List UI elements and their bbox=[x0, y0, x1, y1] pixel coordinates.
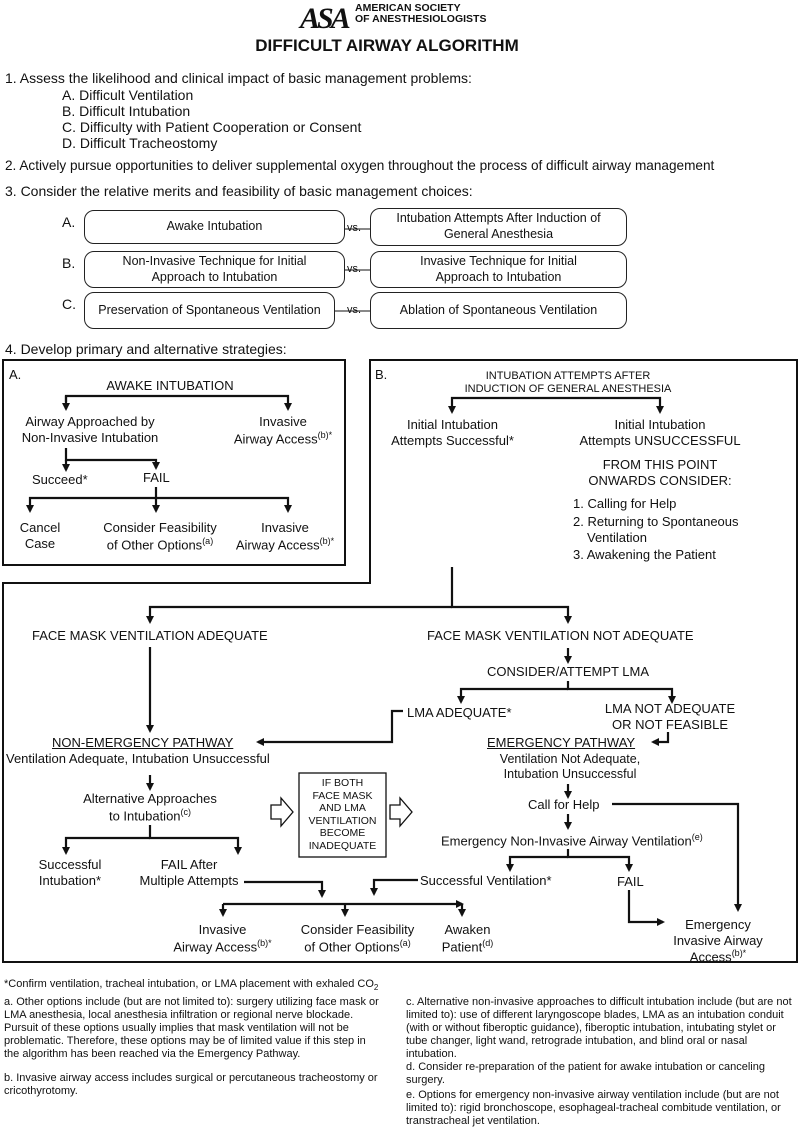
fail-label-emergency: FAIL bbox=[617, 874, 644, 889]
step-1: 1. Assess the likelihood and clinical im… bbox=[5, 70, 472, 86]
choice-c-right: Ablation of Spontaneous Ventilation bbox=[370, 292, 627, 329]
awake-intubation: AWAKE INTUBATION bbox=[106, 378, 234, 393]
step-1-item: A. Difficult Ventilation bbox=[62, 87, 194, 103]
choice-c-left: Preservation of Spontaneous Ventilation bbox=[84, 292, 335, 329]
panel-b-label: B. bbox=[375, 367, 388, 382]
footnote-c: c. Alternative non-invasive approaches t… bbox=[406, 996, 792, 1060]
org-name-line2: OF ANESTHESIOLOGISTS bbox=[355, 13, 487, 25]
org-name-line1: AMERICAN SOCIETY bbox=[355, 2, 461, 14]
succeed-label: Succeed* bbox=[32, 472, 88, 487]
emergency-noninvasive-ventilation: Emergency Non-Invasive Airway Ventilatio… bbox=[441, 832, 703, 849]
panel-a-label: A. bbox=[9, 367, 22, 382]
step-3: 3. Consider the relative merits and feas… bbox=[5, 183, 473, 199]
vs-label: vs. bbox=[347, 263, 362, 275]
step-1-item: C. Difficulty with Patient Cooperation o… bbox=[62, 119, 362, 135]
emergency-subtitle: Ventilation Not Adequate,Intubation Unsu… bbox=[499, 752, 641, 781]
non-emergency-pathway: NON-EMERGENCY PATHWAY bbox=[52, 735, 234, 750]
emergency-pathway: EMERGENCY PATHWAY bbox=[487, 735, 636, 750]
fail-label: FAIL bbox=[143, 470, 170, 485]
footnote-b: b. Invasive airway access includes surgi… bbox=[4, 1072, 378, 1097]
footnote-confirm: *Confirm ventilation, tracheal intubatio… bbox=[4, 978, 379, 993]
choice-letter: A. bbox=[62, 214, 76, 230]
consider-item: Ventilation bbox=[587, 530, 647, 545]
consider-item: 1. Calling for Help bbox=[573, 496, 677, 511]
asa-logo: ASA bbox=[300, 2, 351, 35]
footnote-a: a. Other options include (but are not li… bbox=[4, 996, 379, 1060]
footnote-d: d. Consider re-preparation of the patien… bbox=[406, 1061, 765, 1086]
vs-label: vs. bbox=[347, 304, 362, 316]
step-4: 4. Develop primary and alternative strat… bbox=[5, 341, 287, 357]
lma-adequate: LMA ADEQUATE* bbox=[407, 705, 512, 720]
face-mask-not-adequate: FACE MASK VENTILATION NOT ADEQUATE bbox=[427, 628, 694, 643]
call-for-help: Call for Help bbox=[528, 797, 600, 812]
successful-ventilation: Successful Ventilation* bbox=[420, 873, 552, 888]
page-title: DIFFICULT AIRWAY ALGORITHM bbox=[255, 36, 519, 55]
choice-letter: B. bbox=[62, 255, 76, 271]
consider-item: 3. Awakening the Patient bbox=[573, 547, 716, 562]
step-1-item: D. Difficult Tracheostomy bbox=[62, 135, 218, 151]
step-2: 2. Actively pursue opportunities to deli… bbox=[5, 158, 715, 173]
choice-letter: C. bbox=[62, 296, 76, 312]
step-1-item: B. Difficult Intubation bbox=[62, 103, 191, 119]
footnote-e: e. Options for emergency non-invasive ai… bbox=[406, 1089, 781, 1127]
choice-a-left: Awake Intubation bbox=[84, 210, 345, 244]
consider-item: 2. Returning to Spontaneous bbox=[573, 514, 739, 529]
non-emergency-subtitle: Ventilation Adequate, Intubation Unsucce… bbox=[6, 751, 270, 766]
consider-attempt-lma: CONSIDER/ATTEMPT LMA bbox=[487, 664, 650, 679]
vs-label: vs. bbox=[347, 222, 362, 234]
face-mask-adequate: FACE MASK VENTILATION ADEQUATE bbox=[32, 628, 268, 643]
